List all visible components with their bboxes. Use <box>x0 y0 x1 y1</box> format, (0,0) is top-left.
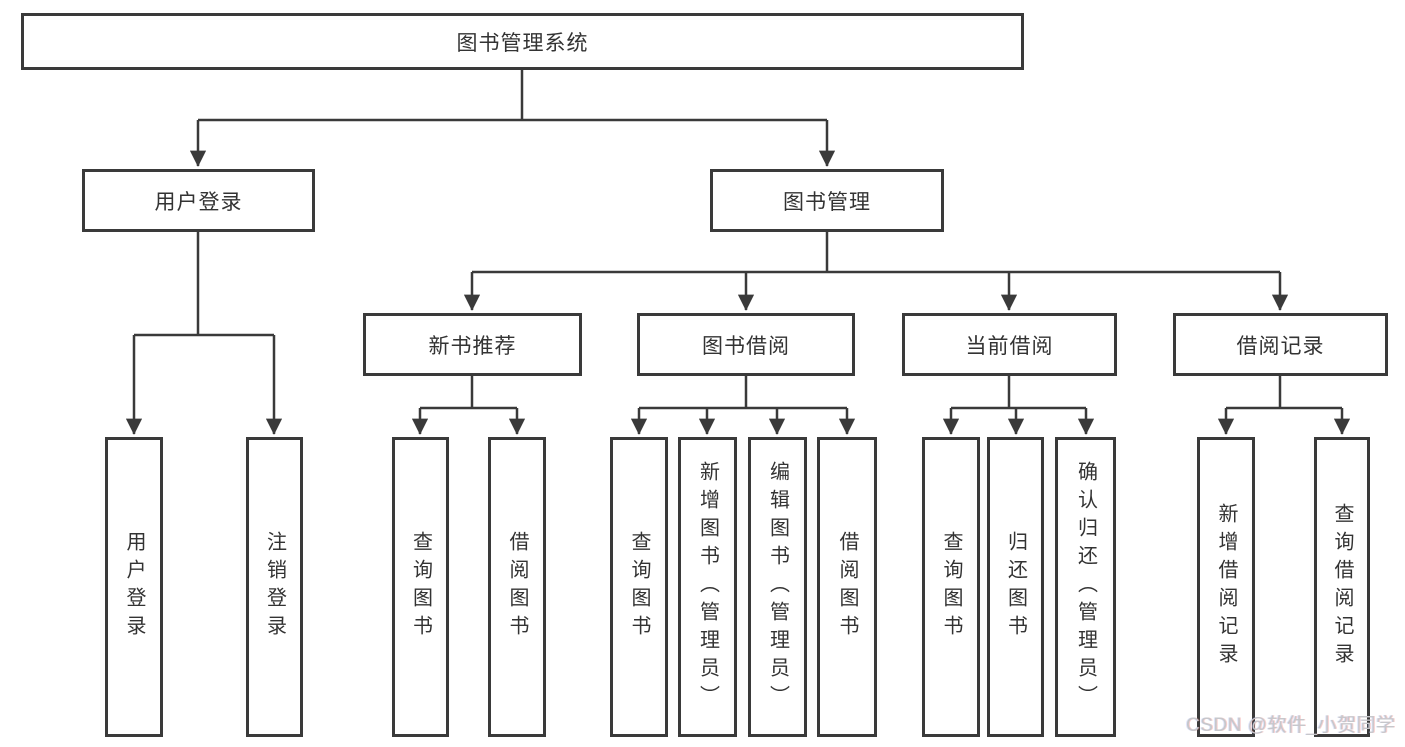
node-user-login: 用户登录 <box>82 169 315 232</box>
leaf-cb-query-books-label: 查询图书 <box>940 531 962 643</box>
node-book-management: 图书管理 <box>710 169 944 232</box>
leaf-user-login-label: 用户登录 <box>123 531 145 643</box>
leaf-nb-borrow-books-label: 借阅图书 <box>506 531 528 643</box>
leaf-bb-borrow-books: 借阅图书 <box>817 437 877 737</box>
leaf-cb-query-books: 查询图书 <box>922 437 980 737</box>
leaf-cb-confirm-return-admin-label: 确认归还（管理员） <box>1074 461 1097 713</box>
leaf-br-add-record: 新增借阅记录 <box>1197 437 1255 737</box>
leaf-nb-borrow-books: 借阅图书 <box>488 437 546 737</box>
leaf-bb-add-books-admin-label: 新增图书（管理员） <box>696 461 719 713</box>
leaf-br-add-record-label: 新增借阅记录 <box>1215 503 1237 671</box>
leaf-nb-query-books: 查询图书 <box>392 437 449 737</box>
leaf-br-query-record: 查询借阅记录 <box>1314 437 1370 737</box>
node-borrow-records: 借阅记录 <box>1173 313 1388 376</box>
leaf-bb-query-books: 查询图书 <box>610 437 668 737</box>
leaf-cb-return-books-label: 归还图书 <box>1004 531 1027 643</box>
leaf-logout-label: 注销登录 <box>263 531 286 643</box>
leaf-user-login: 用户登录 <box>105 437 163 737</box>
leaf-cb-confirm-return-admin: 确认归还（管理员） <box>1055 437 1116 737</box>
leaf-nb-query-books-label: 查询图书 <box>409 531 432 643</box>
leaf-cb-return-books: 归还图书 <box>987 437 1044 737</box>
node-root: 图书管理系统 <box>21 13 1024 70</box>
leaf-logout: 注销登录 <box>246 437 303 737</box>
node-current-borrow: 当前借阅 <box>902 313 1117 376</box>
leaf-bb-query-books-label: 查询图书 <box>628 531 650 643</box>
node-new-book-recommend: 新书推荐 <box>363 313 582 376</box>
leaf-bb-add-books-admin: 新增图书（管理员） <box>678 437 737 737</box>
leaf-bb-borrow-books-label: 借阅图书 <box>836 531 858 643</box>
leaf-bb-edit-books-admin: 编辑图书（管理员） <box>748 437 807 737</box>
watermark: CSDN @软件_小贺同学 <box>1186 715 1396 736</box>
node-book-borrow: 图书借阅 <box>637 313 855 376</box>
leaf-bb-edit-books-admin-label: 编辑图书（管理员） <box>766 461 789 713</box>
leaf-br-query-record-label: 查询借阅记录 <box>1331 503 1353 671</box>
